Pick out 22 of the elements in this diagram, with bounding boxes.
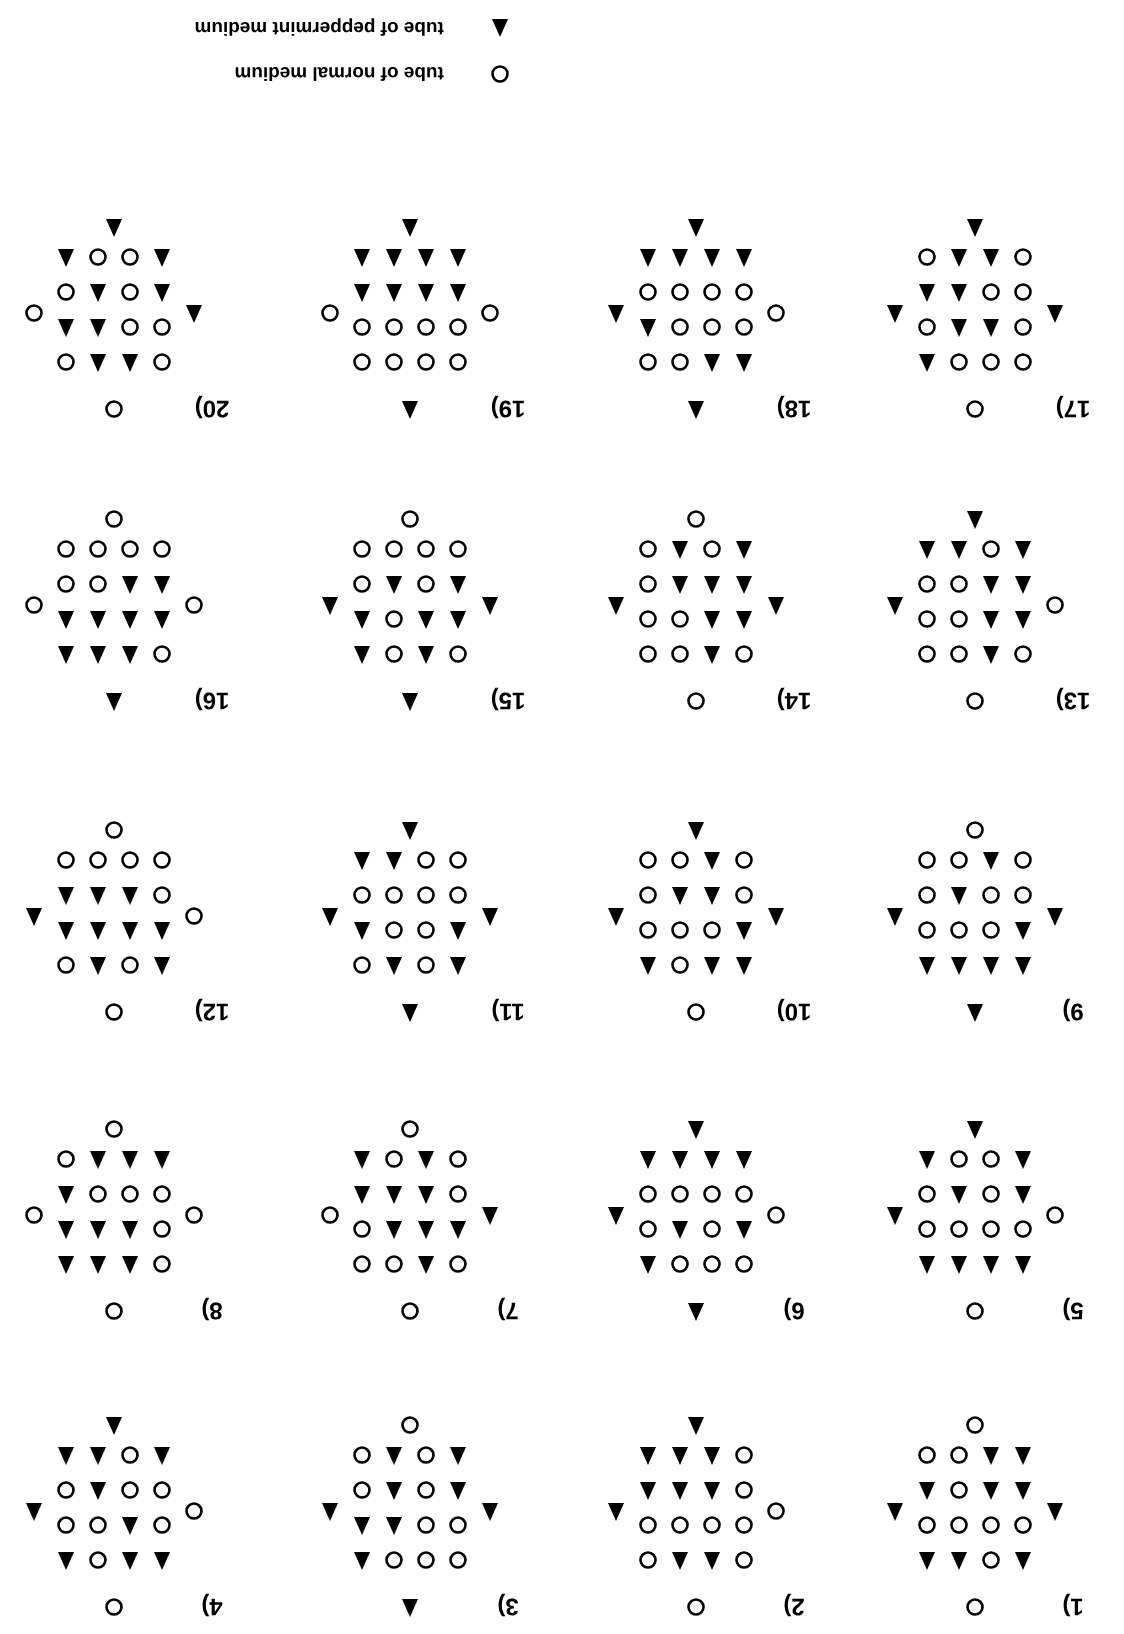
arrangement-number: 9): [1063, 998, 1083, 1022]
legend-text: tube of peppermint medium: [195, 18, 444, 36]
arrangement-number: 13): [1056, 687, 1089, 711]
arrangement-number: 5): [1063, 1297, 1083, 1321]
arrangement-number: 10): [777, 998, 810, 1022]
arrangement-number: 20): [195, 395, 229, 419]
arrangement-number: 6): [784, 1297, 804, 1321]
arrangement-number: 12): [195, 998, 228, 1022]
arrangement-number: 3): [498, 1593, 519, 1617]
arrangement-number: 14): [777, 687, 810, 711]
arrangement-number: 4): [202, 1593, 223, 1617]
arrangement-number: 2): [784, 1593, 804, 1617]
arrangement-number: 16): [195, 687, 228, 711]
legend-text: tube of normal medium: [235, 67, 444, 81]
arrangement-number: 19): [491, 395, 524, 419]
arrangement-number: 11): [492, 998, 524, 1022]
arrangement-number: 18): [777, 395, 810, 419]
arrangement-number: 1): [1063, 1593, 1083, 1617]
arrangement-number: 8): [202, 1297, 222, 1321]
arrangement-number: 17): [1056, 395, 1089, 419]
arrangement-number: 7): [498, 1297, 518, 1321]
arrangement-number: 15): [491, 687, 524, 711]
